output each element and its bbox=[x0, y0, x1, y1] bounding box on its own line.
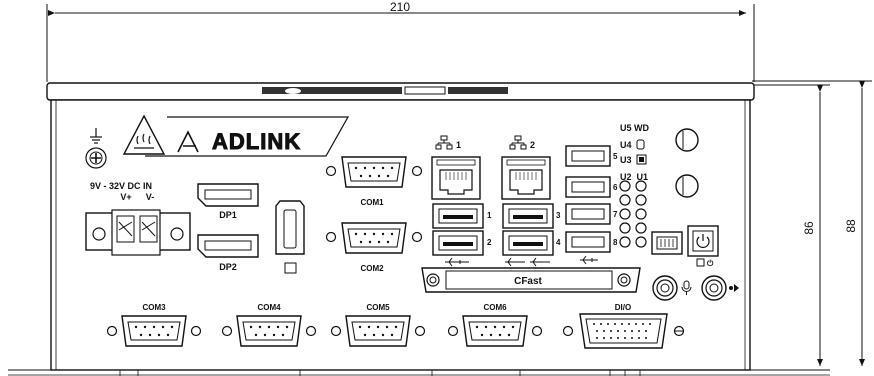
ground-icon bbox=[90, 128, 102, 144]
led-u3-label: U3 bbox=[620, 155, 632, 165]
cfast-slot: CFast bbox=[421, 267, 641, 293]
width-dimension: 210 bbox=[46, 0, 755, 82]
led-u4-label: U4 bbox=[620, 140, 632, 150]
reset-button bbox=[651, 231, 683, 255]
hdmi-port bbox=[275, 200, 305, 274]
line-out-icon bbox=[729, 284, 739, 292]
usb5-label: 5 bbox=[613, 152, 618, 161]
usb-symbol-icon bbox=[445, 257, 469, 267]
network-icon bbox=[435, 135, 453, 150]
power-symbol-icon: ⏻ bbox=[707, 259, 714, 268]
adlink-logo: ADLINK bbox=[145, 116, 350, 157]
usb-port-4: 4 bbox=[502, 230, 561, 256]
usb-symbol-icon bbox=[580, 255, 598, 265]
power-input: 9V - 32V DC IN V+ V- bbox=[85, 181, 191, 256]
usb8-label: 8 bbox=[613, 238, 618, 247]
usb-port-5: 5 bbox=[565, 145, 618, 167]
com1-port: COM1 bbox=[325, 156, 423, 207]
usb-port-2: 2 bbox=[432, 230, 492, 256]
dp1-label: DP1 bbox=[219, 210, 237, 220]
com4-label: COM4 bbox=[257, 303, 281, 312]
lan1-label: 1 bbox=[456, 140, 461, 150]
top-logo-plate bbox=[262, 86, 508, 95]
usb6-label: 6 bbox=[613, 183, 618, 192]
com5-label: COM5 bbox=[366, 303, 390, 312]
network-icon bbox=[509, 135, 527, 150]
antenna-hole-1 bbox=[675, 128, 699, 152]
mic-jack bbox=[652, 275, 692, 301]
dio-label: DI/O bbox=[615, 303, 631, 312]
line-out-jack bbox=[701, 275, 739, 301]
com6-label: COM6 bbox=[483, 303, 507, 312]
displayport-2: DP2 bbox=[197, 234, 259, 272]
usb-port-7: 7 bbox=[565, 203, 618, 225]
usb3-label: 3 bbox=[556, 211, 561, 220]
power-button: ⏻ bbox=[687, 225, 719, 268]
com6-port: COM6 bbox=[447, 303, 543, 347]
height-outer-label: 88 bbox=[844, 219, 858, 233]
com5-port: COM5 bbox=[330, 303, 426, 347]
usb1-label: 1 bbox=[487, 211, 492, 220]
ground-screw bbox=[85, 147, 107, 169]
power-label: 9V - 32V DC IN bbox=[90, 181, 152, 191]
com3-label: COM3 bbox=[142, 303, 166, 312]
power-vplus-label: V+ bbox=[120, 192, 131, 202]
usb-port-1: 1 bbox=[432, 203, 492, 229]
lan-port-1: 1 bbox=[431, 135, 481, 200]
cfast-label: CFast bbox=[514, 276, 542, 287]
microphone-icon bbox=[681, 280, 692, 295]
usb2-label: 2 bbox=[487, 238, 492, 247]
hot-surface-warning-icon bbox=[122, 114, 166, 155]
com3-port: COM3 bbox=[106, 303, 202, 347]
brand-logo-text: ADLINK bbox=[212, 129, 301, 154]
height-inner-label: 86 bbox=[802, 221, 816, 235]
led-u2u1-label: U2 U1 bbox=[620, 172, 648, 182]
com1-label: COM1 bbox=[360, 198, 384, 207]
width-label: 210 bbox=[390, 0, 410, 14]
usb7-label: 7 bbox=[613, 210, 618, 219]
dp2-label: DP2 bbox=[219, 262, 237, 272]
lan-port-2: 2 bbox=[501, 135, 551, 200]
dio-port: DI/O bbox=[562, 303, 685, 349]
usb-port-6: 6 bbox=[565, 176, 618, 198]
usb-port-8: 8 bbox=[565, 231, 618, 253]
com2-label: COM2 bbox=[360, 264, 384, 273]
usb-symbol-icon bbox=[505, 257, 550, 267]
usb4-label: 4 bbox=[556, 238, 561, 247]
height-dimension-88: 88 bbox=[752, 80, 872, 366]
led-indicators: U5 WD U4 U3 U2 U1 bbox=[619, 123, 650, 248]
power-vminus-label: V- bbox=[146, 192, 155, 202]
usb-port-3: 3 bbox=[502, 203, 561, 229]
displayport-1: DP1 bbox=[197, 183, 259, 220]
height-dimension-86: 86 bbox=[752, 84, 830, 366]
antenna-hole-2 bbox=[675, 174, 699, 198]
com2-port: COM2 bbox=[325, 222, 423, 273]
led-u5wd-label: U5 WD bbox=[620, 123, 650, 133]
lan2-label: 2 bbox=[530, 140, 535, 150]
com4-port: COM4 bbox=[221, 303, 317, 347]
